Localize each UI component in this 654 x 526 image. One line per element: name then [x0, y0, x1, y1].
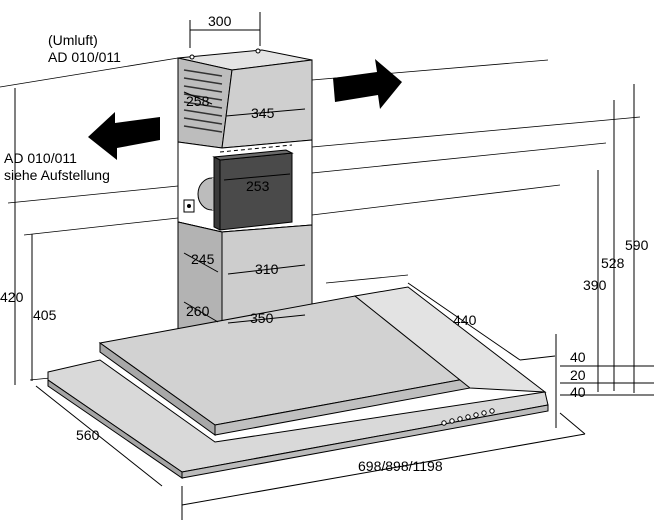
- dim-40-bottom: 40: [570, 384, 586, 400]
- dim-560: 560: [76, 427, 100, 443]
- dim-390: 390: [583, 277, 607, 293]
- dim-310: 310: [255, 261, 279, 277]
- dim-300: 300: [208, 13, 232, 29]
- hood-canopy: [47, 286, 549, 479]
- control-buttons: [441, 408, 495, 426]
- upper-chimney-box: [177, 48, 313, 149]
- dim-40-top: 40: [570, 349, 586, 365]
- duct-section: [177, 139, 313, 233]
- dim-20: 20: [570, 367, 586, 383]
- exhaust-arrow-left: [88, 112, 160, 160]
- dimension-lines: [14, 12, 654, 520]
- dim-350: 350: [250, 310, 274, 326]
- dim-245: 245: [191, 251, 215, 267]
- dim-260: 260: [186, 303, 210, 319]
- dim-405: 405: [33, 307, 57, 323]
- note-umluft: (Umluft): [48, 32, 98, 48]
- dim-258: 258: [186, 93, 210, 109]
- dim-528: 528: [601, 255, 625, 271]
- dim-440: 440: [453, 312, 477, 328]
- note-siehe-aufstellung: siehe Aufstellung: [4, 167, 110, 183]
- dimension-labels: 300 258 345 253 245 310 260 350 440 420 …: [0, 13, 649, 474]
- recirculation-notes: (Umluft) AD 010/011 AD 010/011 siehe Auf…: [4, 32, 121, 183]
- note-ad-left: AD 010/011: [4, 150, 77, 166]
- dim-590: 590: [625, 237, 649, 253]
- exhaust-arrow-right: [333, 59, 402, 109]
- dim-345: 345: [251, 105, 275, 121]
- note-ad-top: AD 010/011: [48, 49, 121, 65]
- vent-slots: [183, 69, 223, 133]
- dim-420: 420: [0, 289, 24, 305]
- dim-253: 253: [246, 178, 270, 194]
- dim-width: 698/898/1198: [358, 458, 443, 474]
